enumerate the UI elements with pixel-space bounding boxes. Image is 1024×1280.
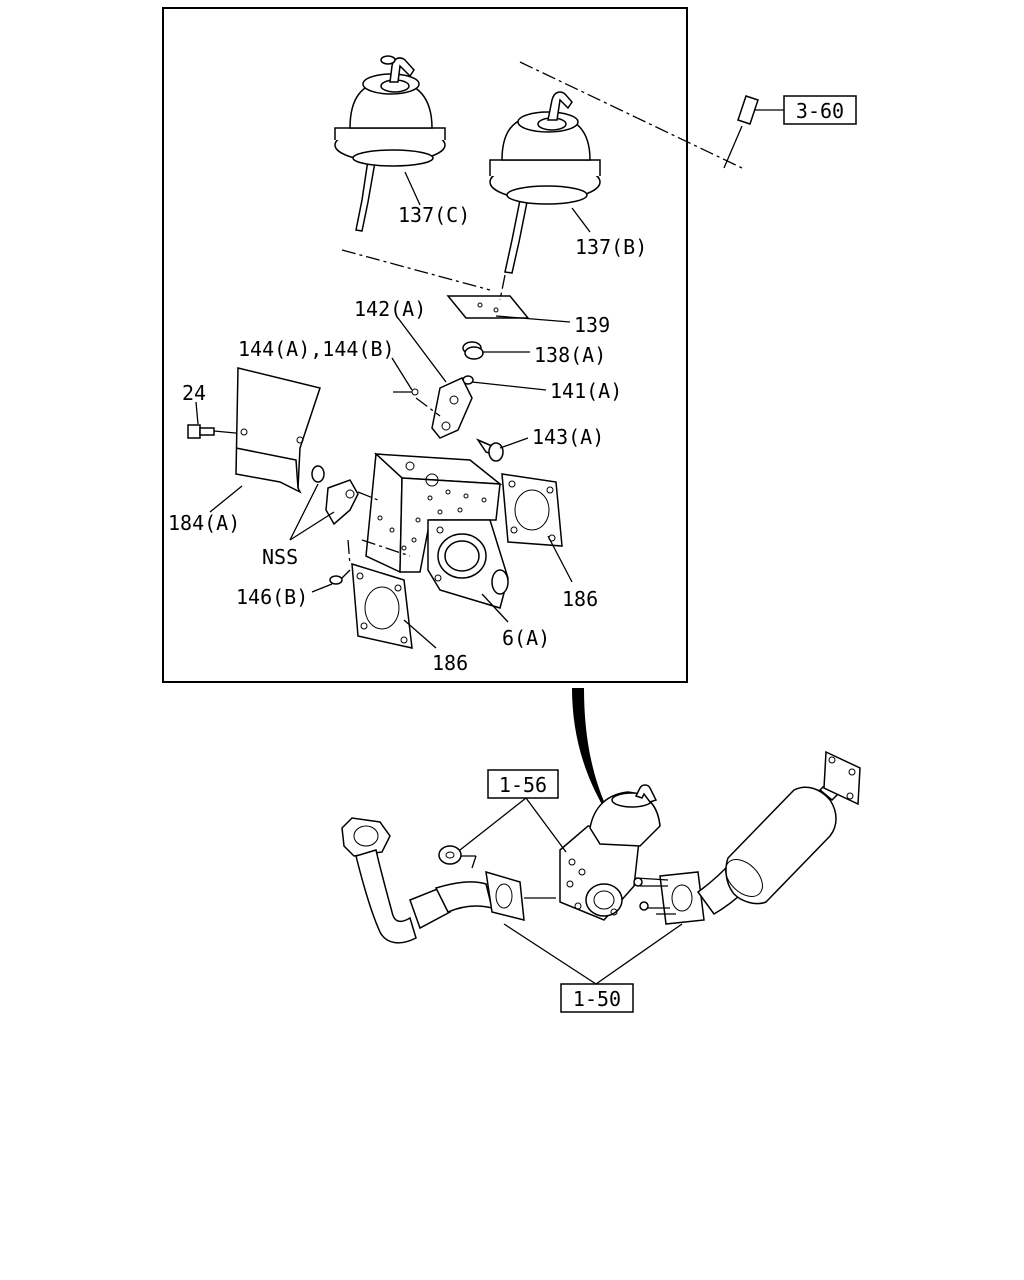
centerline-137b <box>499 274 506 301</box>
label-137c: 137(C) <box>398 203 470 227</box>
leader-139 <box>495 315 571 323</box>
centerline-block <box>361 539 411 557</box>
centerline-screw <box>347 539 351 566</box>
nss-parts <box>311 465 359 526</box>
leader-186-left <box>403 619 437 649</box>
leader-142a <box>397 317 447 383</box>
ref-1-50[interactable]: 1-50 <box>573 987 621 1011</box>
nut-lower <box>438 845 462 865</box>
centerline-plate <box>357 491 379 501</box>
actuator-137c <box>334 55 446 232</box>
leader-186-right <box>547 535 573 583</box>
ref-3-60[interactable]: 3-60 <box>796 99 844 123</box>
label-138a: 138(A) <box>534 343 606 367</box>
centerline-lever <box>415 397 441 417</box>
leader-nss-1 <box>289 483 319 541</box>
gasket-139 <box>446 295 530 319</box>
exhaust-pipe-mid <box>458 855 525 921</box>
pin-143a <box>475 438 504 462</box>
leader-137b <box>571 207 591 233</box>
lever-142a <box>431 377 473 439</box>
screw-146b <box>329 569 351 585</box>
label-142a: 142(A) <box>354 297 426 321</box>
leader-184a <box>209 485 243 513</box>
leader-137c <box>404 171 421 206</box>
leader-1-56-b <box>525 797 567 853</box>
leader-nss-2 <box>289 511 335 541</box>
valve-body-6a <box>365 452 509 609</box>
exhaust-pipe-left <box>341 817 494 944</box>
muffler <box>696 750 861 915</box>
label-146b: 146(B) <box>236 585 308 609</box>
centerline-hose <box>519 61 743 169</box>
label-137b: 137(B) <box>575 235 647 259</box>
ref-1-56[interactable]: 1-56 <box>499 773 547 797</box>
gasket-186-left <box>351 562 413 649</box>
nut-138a <box>462 341 484 360</box>
label-139: 139 <box>574 313 610 337</box>
label-186-left: 186 <box>432 651 468 675</box>
label-186-right: 186 <box>562 587 598 611</box>
leader-146b <box>311 583 333 593</box>
detail-frame <box>162 7 688 683</box>
flange-right <box>633 871 705 925</box>
ref-box-1-50[interactable] <box>560 983 634 1013</box>
label-24: 24 <box>182 381 206 405</box>
detail-arrow <box>572 688 606 808</box>
centerline-137c <box>341 249 491 291</box>
label-144: 144(A),144(B) <box>238 337 395 361</box>
exhaust-brake-valve <box>559 784 661 921</box>
label-143a: 143(A) <box>532 425 604 449</box>
bracket-184a <box>235 367 321 494</box>
leader-6a <box>481 593 509 623</box>
label-6a: 6(A) <box>502 626 550 650</box>
ref-box-1-56[interactable] <box>487 769 559 799</box>
leader-1-56-a <box>459 797 527 851</box>
pin-144 <box>393 388 419 396</box>
gasket-186-right <box>501 473 563 547</box>
leader-143a <box>499 437 529 449</box>
label-141a: 141(A) <box>550 379 622 403</box>
actuator-137b <box>489 91 601 274</box>
leader-1-50-a <box>503 923 597 985</box>
hose-end <box>723 95 784 169</box>
ref-box-3-60[interactable] <box>783 95 857 125</box>
leader-1-50-b <box>595 923 683 985</box>
leader-141a <box>471 381 547 391</box>
leader-24 <box>195 401 199 425</box>
label-184a: 184(A) <box>168 511 240 535</box>
leader-144 <box>391 357 413 391</box>
label-nss: NSS <box>262 545 298 569</box>
